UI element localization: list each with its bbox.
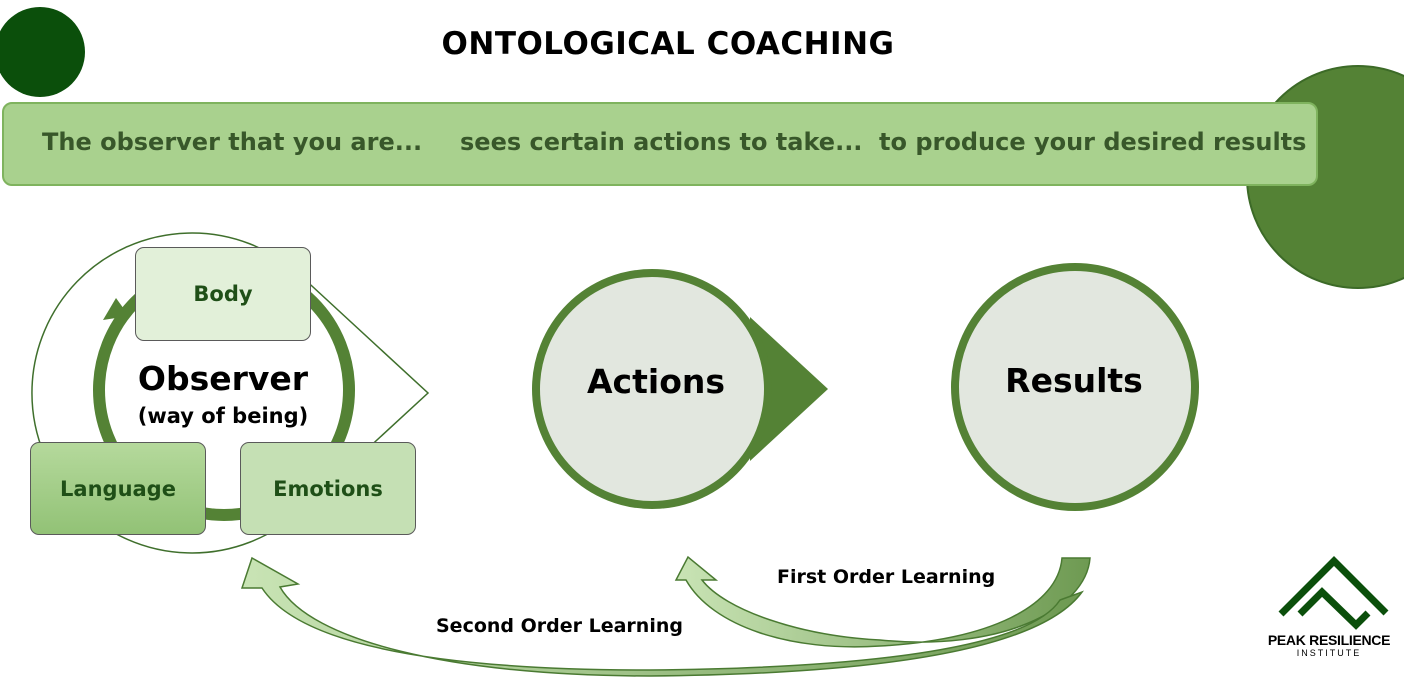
observer-label: Observer <box>137 359 309 398</box>
flow-banner <box>2 102 1318 186</box>
results-label: Results <box>1005 361 1143 400</box>
actions-shape <box>750 317 828 461</box>
actions-circle <box>532 269 772 509</box>
banner-text-observer: The observer that you are... <box>42 128 423 156</box>
banner-text-actions: sees certain actions to take... <box>460 128 863 156</box>
language-box: Language <box>30 442 206 535</box>
logo-subtitle: INSTITUTE <box>1296 648 1362 658</box>
body-box: Body <box>135 247 311 341</box>
observer-sublabel: (way of being) <box>137 404 309 428</box>
second-order-learning-arrow <box>240 556 1085 677</box>
page-title: ONTOLOGICAL COACHING <box>441 26 895 62</box>
cycle-arrow-head <box>103 298 129 320</box>
actions-label: Actions <box>587 362 725 401</box>
peak-resilience-logo-icon <box>1278 556 1389 630</box>
emotions-box: Emotions <box>240 442 416 535</box>
results-circle <box>951 263 1199 511</box>
logo-name: PEAK RESILIENCE <box>1267 632 1391 648</box>
first-order-learning-arrow <box>674 555 1091 648</box>
second-order-learning-label: Second Order Learning <box>436 615 683 637</box>
corner-circle-left <box>0 7 85 97</box>
banner-text-results: to produce your desired results <box>879 128 1307 156</box>
first-order-learning-label: First Order Learning <box>777 566 996 588</box>
